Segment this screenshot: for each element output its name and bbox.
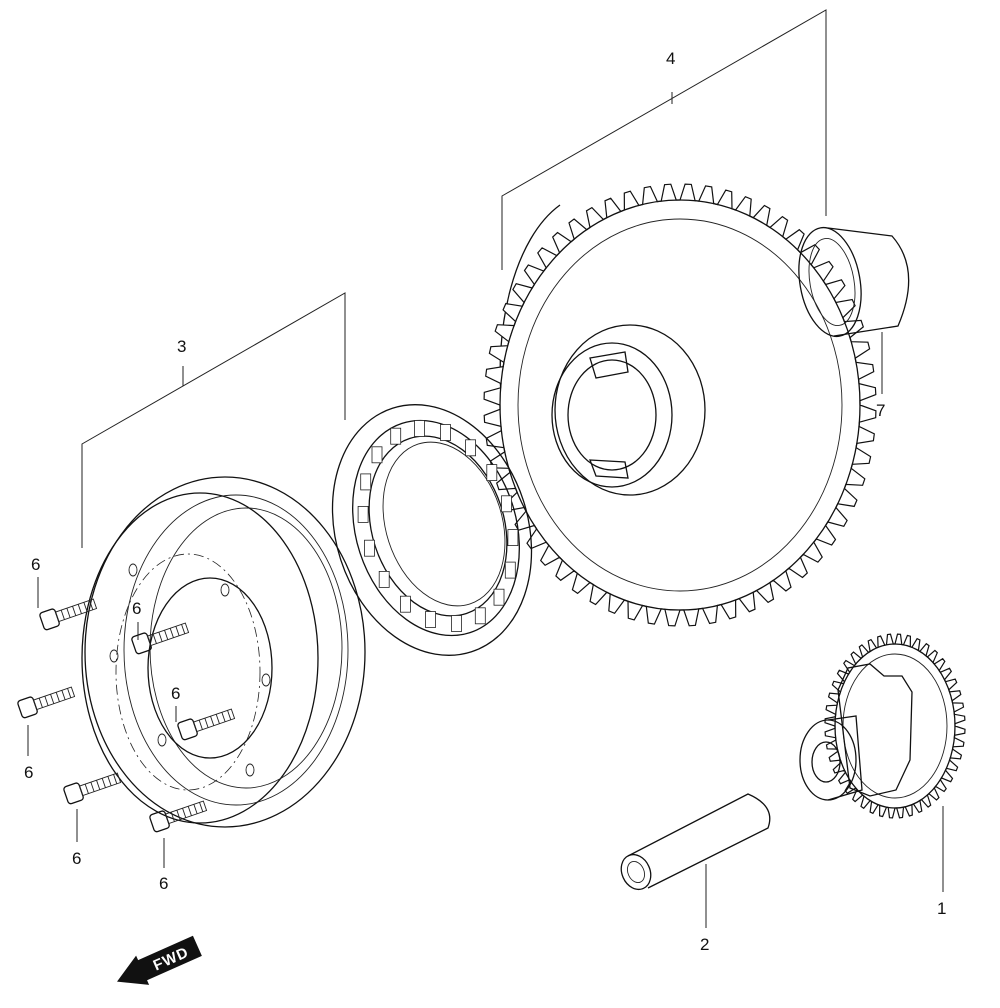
sprag-cell	[425, 611, 436, 628]
part-label-6: 6	[132, 599, 141, 618]
part-label-6: 6	[159, 874, 168, 893]
socket-bolts-part-6	[17, 598, 236, 833]
fwd-direction-arrow: FWD	[117, 935, 202, 985]
sprag-cell	[360, 473, 372, 491]
sprag-cell	[371, 446, 383, 464]
sprag-cell	[501, 495, 512, 513]
sprag-cell	[378, 571, 390, 588]
bushing-part-7	[798, 226, 910, 338]
sprag-cell	[390, 427, 402, 445]
part-label-6: 6	[24, 763, 33, 782]
shaft-part-2	[620, 793, 771, 891]
socket-bolt	[39, 598, 98, 631]
part-label-6: 6	[72, 849, 81, 868]
part-label-1: 1	[937, 899, 946, 918]
driven-gear-teeth	[483, 183, 877, 627]
sprag-cell	[493, 588, 505, 606]
socket-bolt	[177, 708, 236, 741]
sprag-cell	[465, 439, 477, 457]
part-label-2: 2	[700, 935, 709, 954]
socket-bolt	[63, 772, 122, 805]
sprag-cell	[399, 595, 411, 613]
sprag-cell	[486, 464, 498, 482]
sprag-cell	[357, 505, 369, 523]
leader-lines	[27, 9, 944, 928]
sprag-cell	[364, 539, 375, 557]
starter-clutch-part-3	[81, 404, 533, 828]
socket-bolt	[17, 686, 76, 719]
driven-gear-part-4	[483, 183, 877, 627]
sprag-cell	[414, 420, 425, 437]
sprag-cell	[451, 615, 462, 632]
idle-gear-part-1	[799, 633, 966, 819]
part-label-3: 3	[177, 337, 186, 356]
part-label-7: 7	[876, 401, 885, 420]
part-label-6: 6	[31, 555, 40, 574]
sprag-cell	[440, 424, 451, 441]
sprag-cell	[474, 607, 486, 625]
part-label-6: 6	[171, 684, 180, 703]
socket-bolt	[149, 800, 208, 833]
sprag-cell	[504, 561, 516, 579]
one-way-clutch-sprags	[357, 420, 519, 632]
sprag-cell	[507, 529, 519, 546]
part-label-4: 4	[666, 49, 675, 68]
socket-bolt	[131, 622, 190, 655]
arrow-left-icon	[117, 935, 202, 985]
